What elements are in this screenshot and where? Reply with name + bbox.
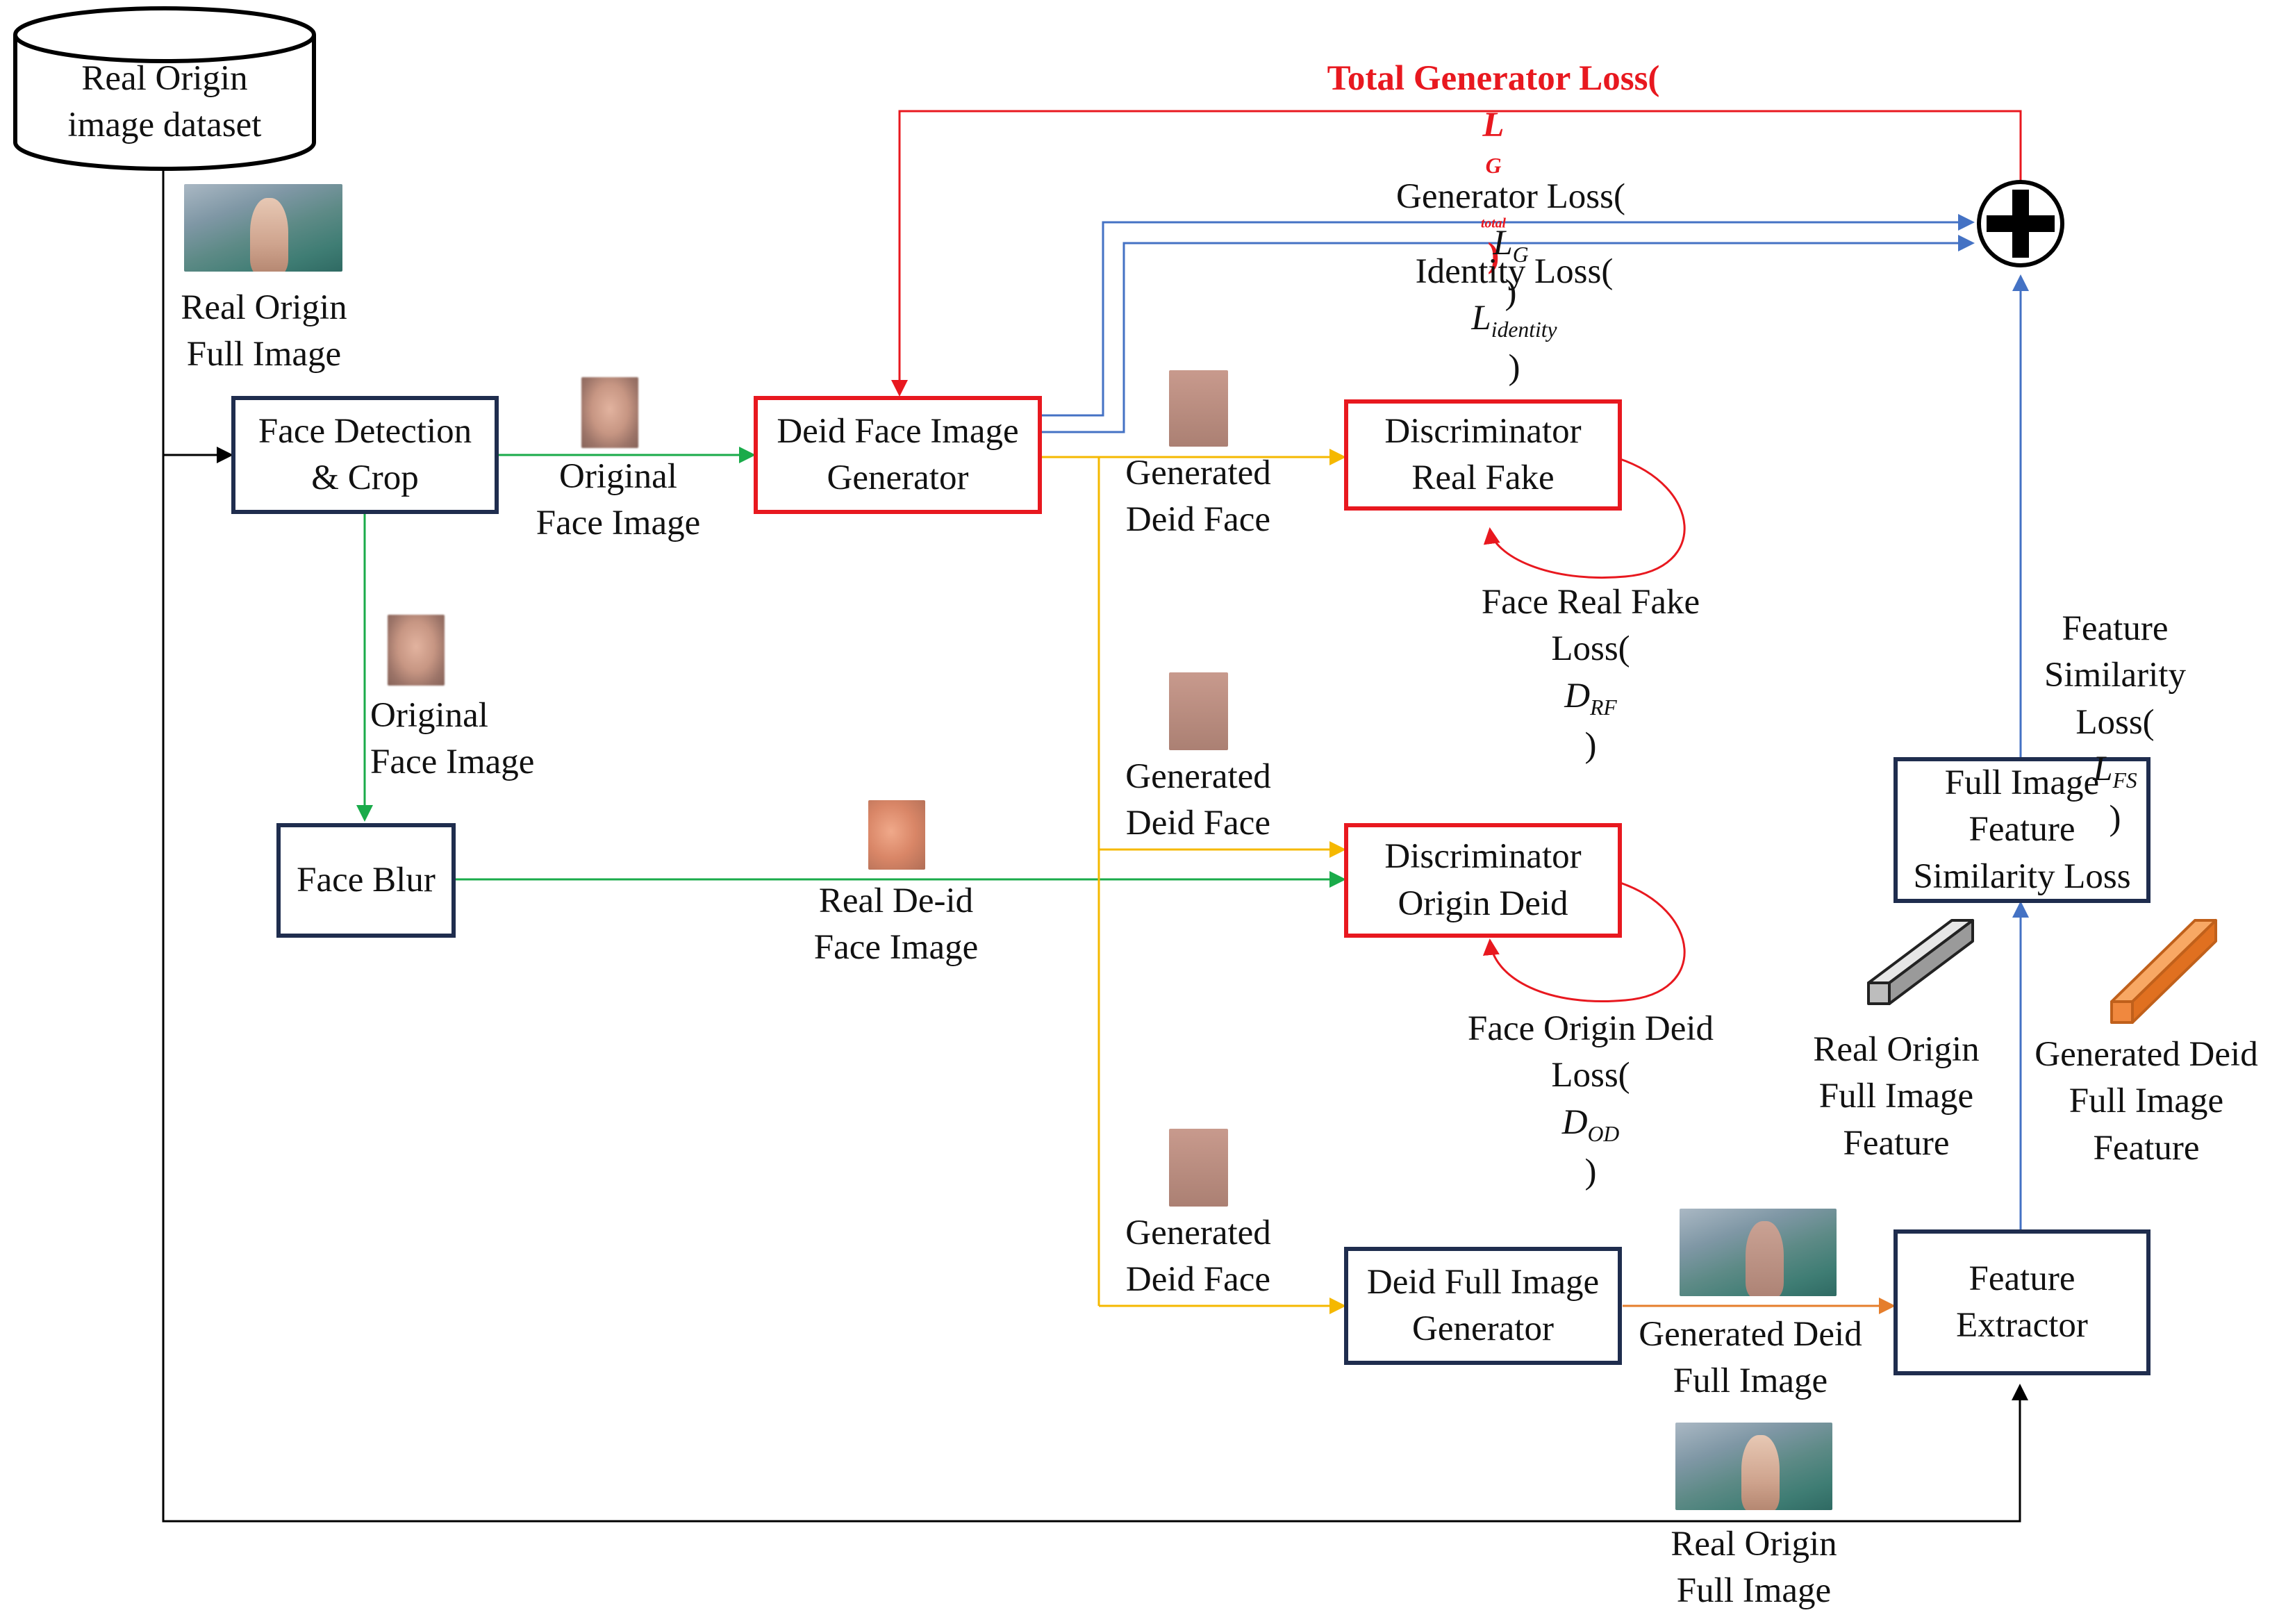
face-detection-crop-box: Face Detection& Crop bbox=[231, 396, 499, 514]
gray-feature-bar-icon bbox=[1867, 919, 1974, 1005]
sum-circle-icon bbox=[1977, 180, 2064, 267]
real-deid-face-thumb bbox=[868, 800, 925, 870]
generator-loss-label: Generator Loss(LG) bbox=[1396, 177, 1625, 313]
original-face-thumb-1 bbox=[581, 377, 638, 448]
real-origin-full-image-thumb-top bbox=[184, 184, 342, 272]
real-origin-full-image-thumb-bottom bbox=[1675, 1423, 1832, 1510]
generated-deid-face-thumb-1 bbox=[1169, 370, 1228, 447]
feature-similarity-loss-label: Feature Similarity Loss(LFS) bbox=[2044, 609, 2186, 838]
origindeid-loss-loop bbox=[1482, 881, 1686, 1003]
generated-deid-face-thumb-3 bbox=[1169, 1129, 1228, 1207]
dataset-cylinder bbox=[13, 6, 316, 171]
identity-loss-label: Identity Loss(Lidentity) bbox=[1415, 252, 1614, 388]
original-face-thumb-2 bbox=[388, 615, 445, 686]
identity-loss-line bbox=[1042, 235, 1975, 433]
total-loss-feedback-arrow bbox=[891, 110, 2022, 397]
orange-feature-bar-icon bbox=[2110, 919, 2217, 1024]
face-blur-box: Face Blur bbox=[276, 823, 456, 938]
realfake-loss-loop bbox=[1483, 457, 1686, 579]
dataset-to-detection-line bbox=[162, 169, 2028, 1523]
face-real-fake-loss-label: Face Real Fake Loss(DRF) bbox=[1481, 583, 1700, 765]
generator-loss-line bbox=[1042, 214, 1975, 417]
face-origin-deid-loss-label: Face Origin Deid Loss(DOD) bbox=[1467, 1009, 1714, 1191]
generated-deid-full-image-thumb bbox=[1680, 1209, 1837, 1296]
dataset-label: Real Origin image dataset bbox=[67, 59, 262, 145]
generated-deid-face-thumb-2 bbox=[1169, 672, 1228, 750]
